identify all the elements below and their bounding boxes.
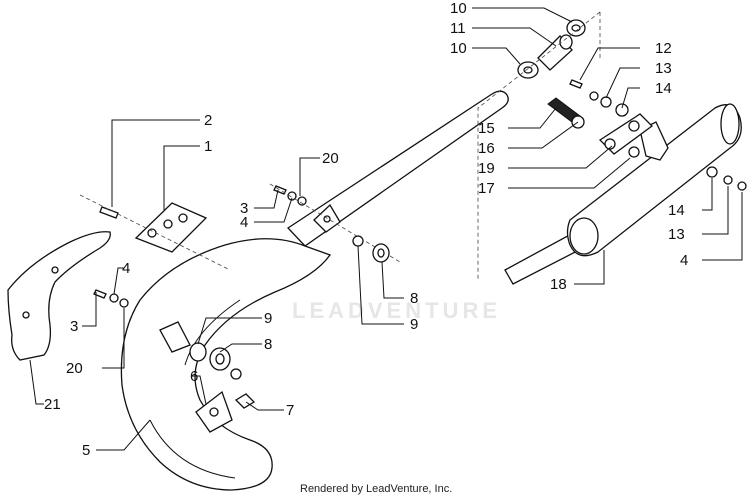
callout-3: 3: [70, 318, 78, 335]
callout-1: 1: [204, 138, 212, 155]
callout-4: 4: [680, 252, 688, 269]
callout-12: 12: [655, 40, 672, 57]
callout-13: 13: [655, 60, 672, 77]
callout-9: 9: [264, 310, 272, 327]
callout-21: 21: [44, 396, 61, 413]
bolt-12: [569, 79, 583, 89]
callout-17: 17: [478, 180, 495, 197]
callout-15: 15: [478, 120, 495, 137]
silencer-bracket: [598, 113, 653, 158]
washer-4-middle: [287, 191, 297, 201]
washer-9-right: [352, 235, 364, 247]
protector-guard: [7, 231, 111, 361]
rubber-8-lower: [209, 347, 231, 371]
washer-13-top: [589, 91, 599, 101]
callout-19: 19: [478, 160, 495, 177]
callout-11: 11: [450, 20, 466, 37]
callout-10: 10: [450, 40, 467, 57]
heat-shield-plate: [134, 202, 208, 253]
callout-18: 18: [550, 276, 567, 293]
washer-20-left: [119, 298, 129, 308]
silencer: [504, 103, 742, 285]
callout-9: 9: [410, 316, 418, 333]
washer-14-top: [600, 96, 612, 108]
leader-lines: [29, 7, 743, 451]
callout-20: 20: [66, 360, 83, 377]
callout-3: 3: [240, 200, 248, 217]
callout-4: 4: [240, 214, 248, 231]
callout-10: 10: [450, 0, 467, 17]
nut-14-right: [706, 166, 718, 178]
callout-8: 8: [264, 336, 272, 353]
callout-4: 4: [122, 260, 130, 277]
callout-16: 16: [478, 140, 495, 157]
washer-14b-top: [615, 103, 629, 117]
washer-4-right: [737, 181, 747, 191]
washer-9-lower: [189, 342, 207, 362]
callout-7: 7: [286, 402, 294, 419]
washer-20-middle: [297, 196, 307, 206]
callout-20: 20: [322, 150, 339, 167]
callout-14: 14: [668, 202, 685, 219]
rendered-by-credit: Rendered by LeadVenture, Inc.: [300, 483, 452, 495]
callout-2: 2: [204, 112, 212, 129]
washer-lower: [230, 368, 242, 380]
rubber-8-right: [372, 243, 390, 263]
screw-2: [99, 206, 119, 219]
callout-13: 13: [668, 226, 685, 243]
callout-6: 6: [190, 368, 198, 385]
clamp-10-top: [566, 19, 586, 37]
exhaust-pipe: [120, 90, 509, 491]
watermark: LEADVENTURE: [292, 298, 501, 323]
callout-labels: 10 11 10 12 13 14 15 16 19 17 14 13 4 18…: [44, 0, 688, 459]
sleeve-11: [537, 34, 573, 71]
washer-13-right: [723, 175, 733, 185]
callout-5: 5: [82, 442, 90, 459]
callout-14: 14: [655, 80, 672, 97]
clamp-10-bottom: [517, 61, 539, 79]
washer-4-left: [109, 293, 119, 303]
callout-8: 8: [410, 290, 418, 307]
screw-3-left: [93, 289, 107, 299]
